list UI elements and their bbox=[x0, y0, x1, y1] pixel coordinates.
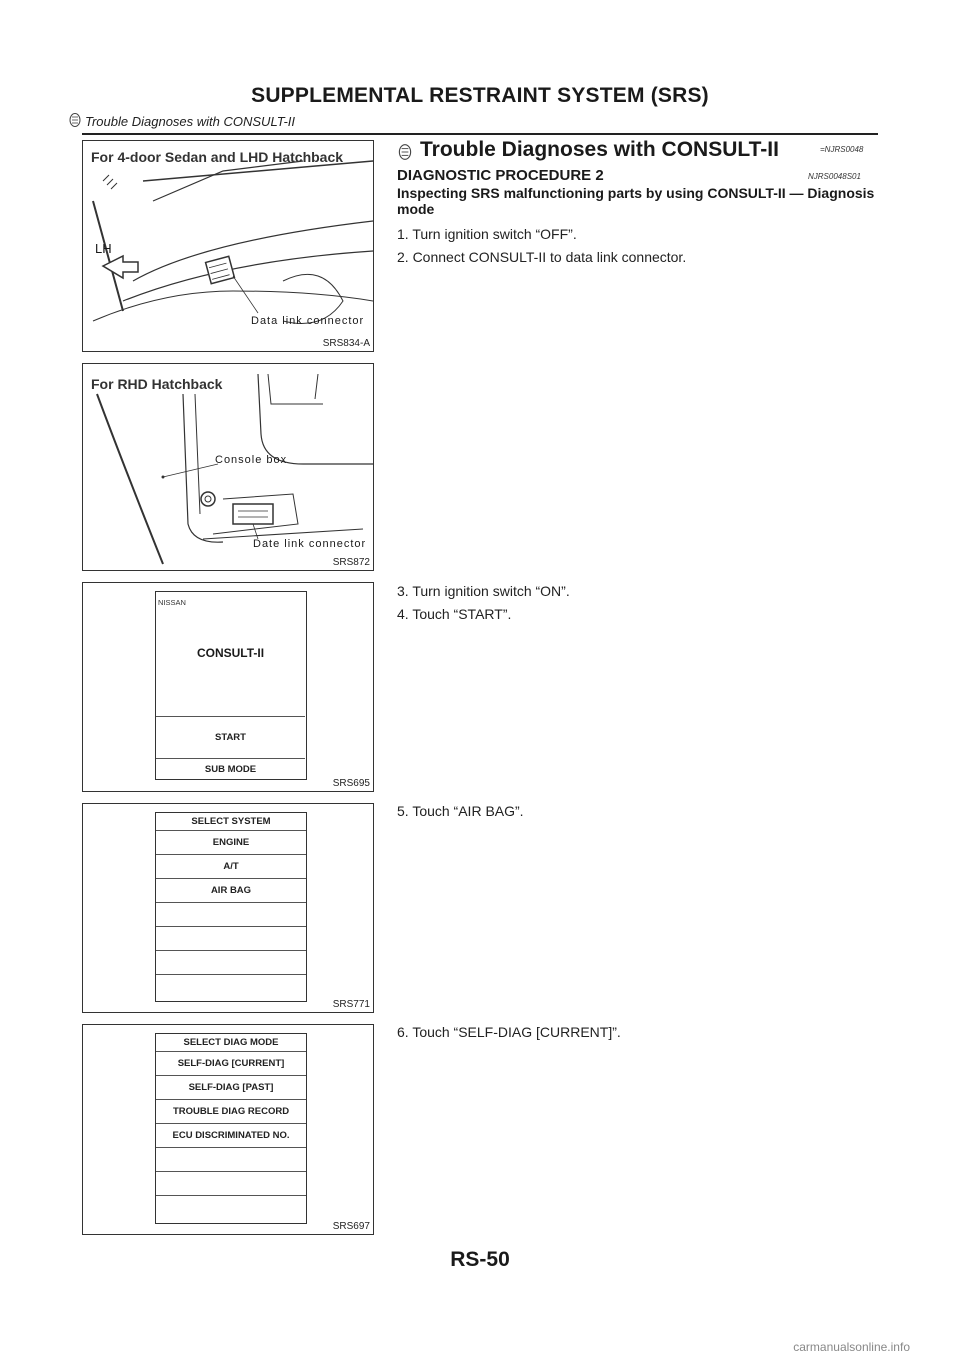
procedure-title: DIAGNOSTIC PROCEDURE 2 bbox=[397, 167, 604, 184]
wrench-icon bbox=[398, 144, 412, 160]
start-button[interactable]: START bbox=[156, 716, 305, 759]
menu-item-self-diag-past[interactable]: SELF-DIAG [PAST] bbox=[156, 1076, 306, 1100]
figure-code: SRS872 bbox=[332, 557, 370, 568]
figure-title: For 4-door Sedan and LHD Hatchback bbox=[91, 149, 344, 165]
figure-code: SRS695 bbox=[332, 778, 370, 789]
figure-code: SRS697 bbox=[332, 1221, 370, 1232]
figure-select-diag-mode-screen: SELECT DIAG MODE SELF-DIAG [CURRENT] SEL… bbox=[82, 1024, 374, 1235]
procedure-reference: NJRS0048S01 bbox=[808, 172, 861, 181]
console-illustration bbox=[96, 373, 373, 565]
step-1: 1. Turn ignition switch “OFF”. bbox=[397, 226, 577, 242]
step-5: 5. Touch “AIR BAG”. bbox=[397, 803, 524, 819]
section-reference: =NJRS0048 bbox=[820, 145, 864, 154]
header-rule bbox=[82, 133, 878, 135]
label-console-box: Console box bbox=[215, 454, 288, 466]
footer-watermark: carmanualsonline.info bbox=[793, 1340, 910, 1354]
step-3: 3. Turn ignition switch “ON”. bbox=[397, 583, 570, 599]
sub-mode-button[interactable]: SUB MODE bbox=[204, 763, 257, 775]
figure-code: SRS834-A bbox=[322, 338, 370, 349]
label-date-link-connector: Date link connector bbox=[253, 538, 367, 550]
menu-item-ecu-discriminated-no[interactable]: ECU DISCRIMINATED NO. bbox=[156, 1124, 306, 1148]
menu-item-empty bbox=[156, 1196, 306, 1220]
consult-screen: SELECT DIAG MODE SELF-DIAG [CURRENT] SEL… bbox=[155, 1033, 307, 1224]
consult-screen: NISSAN CONSULT-II START SUB MODE bbox=[155, 591, 307, 780]
consult-screen: SELECT SYSTEM ENGINE A/T AIR BAG bbox=[155, 812, 307, 1002]
figure-data-link-connector-rhd: For RHD Hatchback Console box Date link … bbox=[82, 363, 374, 571]
step-2: 2. Connect CONSULT-II to data link conne… bbox=[397, 249, 687, 265]
figure-consult-start-screen: NISSAN CONSULT-II START SUB MODE SRS695 bbox=[82, 582, 374, 792]
menu-item-empty bbox=[156, 951, 306, 975]
product-label: CONSULT-II bbox=[196, 646, 265, 660]
menu-item-at[interactable]: A/T bbox=[156, 855, 306, 879]
menu-item-empty bbox=[156, 975, 306, 999]
step-6: 6. Touch “SELF-DIAG [CURRENT]”. bbox=[397, 1024, 621, 1040]
figure-data-link-connector-lhd: For 4-door Sedan and LHD Hatchback LH Da… bbox=[82, 140, 374, 352]
figure-title: For RHD Hatchback bbox=[91, 376, 223, 392]
page-header-title: SUPPLEMENTAL RESTRAINT SYSTEM (SRS) bbox=[251, 84, 709, 107]
section-title: Trouble Diagnoses with CONSULT-II bbox=[420, 138, 779, 161]
page-header-subtitle: Trouble Diagnoses with CONSULT-II bbox=[85, 114, 296, 129]
label-data-link-connector: Data link connector bbox=[251, 315, 365, 327]
menu-item-trouble-diag-record[interactable]: TROUBLE DIAG RECORD bbox=[156, 1100, 306, 1124]
menu-item-empty bbox=[156, 903, 306, 927]
screen-heading: SELECT DIAG MODE bbox=[156, 1034, 306, 1052]
dashboard-illustration bbox=[92, 160, 373, 324]
menu-item-engine[interactable]: ENGINE bbox=[156, 831, 306, 855]
step-4: 4. Touch “START”. bbox=[397, 606, 512, 622]
brand-label: NISSAN bbox=[158, 598, 186, 607]
menu-item-air-bag[interactable]: AIR BAG bbox=[156, 879, 306, 903]
label-lh: LH bbox=[95, 241, 112, 256]
menu-item-empty bbox=[156, 1148, 306, 1172]
menu-item-empty bbox=[156, 1172, 306, 1196]
menu-item-empty bbox=[156, 927, 306, 951]
figure-select-system-screen: SELECT SYSTEM ENGINE A/T AIR BAG SRS771 bbox=[82, 803, 374, 1013]
screen-heading: SELECT SYSTEM bbox=[156, 813, 306, 831]
page-number: RS-50 bbox=[450, 1248, 510, 1271]
wrench-icon bbox=[69, 113, 81, 127]
figure-code: SRS771 bbox=[332, 999, 370, 1010]
procedure-subheading: Inspecting SRS malfunctioning parts by u… bbox=[397, 185, 875, 217]
menu-item-self-diag-current[interactable]: SELF-DIAG [CURRENT] bbox=[156, 1052, 306, 1076]
